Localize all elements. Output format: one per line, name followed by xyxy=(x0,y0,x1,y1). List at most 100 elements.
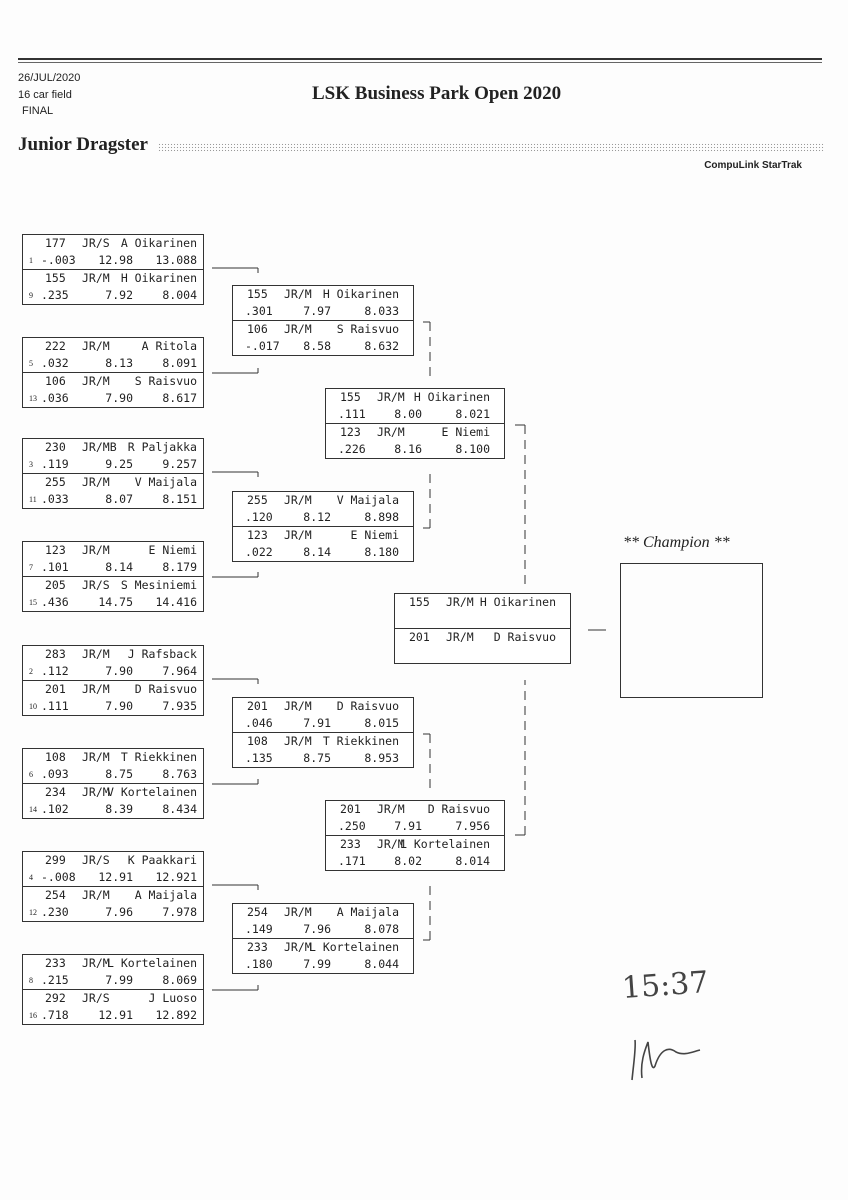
class-code: JR/M xyxy=(82,888,110,902)
seed-number: 7 xyxy=(29,563,33,572)
class-code: JR/M xyxy=(377,837,405,851)
class-code: JR/M xyxy=(82,339,110,353)
elapsed-time: 7.91 xyxy=(394,819,422,833)
car-number: 233 xyxy=(247,940,268,954)
driver-name: V Maijala xyxy=(134,475,197,489)
class-code: JR/M xyxy=(82,475,110,489)
elapsed-time: 14.75 xyxy=(98,595,133,609)
car-number: 106 xyxy=(247,322,268,336)
elapsed-time: 8.12 xyxy=(303,510,331,524)
speed-time: 8.151 xyxy=(162,492,197,506)
class-code: JR/M xyxy=(284,287,312,301)
seed-number: 14 xyxy=(29,805,37,814)
car-number: 255 xyxy=(45,475,66,489)
reaction-time: .215 xyxy=(41,973,69,987)
driver-name: E Niemi xyxy=(441,425,490,439)
speed-time: 8.953 xyxy=(364,751,399,765)
car-number: 177 xyxy=(45,236,66,250)
racer-times-row xyxy=(395,646,570,663)
reaction-time: .022 xyxy=(245,545,273,559)
reaction-time: .171 xyxy=(338,854,366,868)
elapsed-time: 7.92 xyxy=(105,288,133,302)
seed-number: 10 xyxy=(29,702,37,711)
speed-time: 12.921 xyxy=(155,870,197,884)
seed-number: 8 xyxy=(29,976,33,985)
seed-number: 11 xyxy=(29,495,37,504)
reaction-time: .111 xyxy=(41,699,69,713)
seed-number: 16 xyxy=(29,1011,37,1020)
car-number: 234 xyxy=(45,785,66,799)
class-code: JR/M xyxy=(284,905,312,919)
elapsed-time: 7.90 xyxy=(105,664,133,678)
car-number: 108 xyxy=(45,750,66,764)
reaction-time: .112 xyxy=(41,664,69,678)
driver-name: H Oikarinen xyxy=(479,595,556,609)
racer-info-row: 255 JR/M V Maijala xyxy=(23,474,203,491)
elapsed-time: 8.07 xyxy=(105,492,133,506)
seed-number: 13 xyxy=(29,394,37,403)
elapsed-time: 7.99 xyxy=(105,973,133,987)
driver-name: S Mesiniemi xyxy=(120,578,197,592)
elapsed-time: 8.14 xyxy=(105,560,133,574)
class-code: JR/M xyxy=(446,595,474,609)
seed-number: 6 xyxy=(29,770,33,779)
car-number: 222 xyxy=(45,339,66,353)
seed-number: 3 xyxy=(29,460,33,469)
reaction-time: .301 xyxy=(245,304,273,318)
car-number: 123 xyxy=(247,528,268,542)
speed-time: 8.898 xyxy=(364,510,399,524)
car-number: 205 xyxy=(45,578,66,592)
field-size: 16 car field xyxy=(18,89,72,101)
speed-time: 8.179 xyxy=(162,560,197,574)
speed-time: 13.088 xyxy=(155,253,197,267)
driver-name: V Kortelainen xyxy=(106,785,197,799)
driver-name: H Oikarinen xyxy=(120,271,197,285)
car-number: 201 xyxy=(409,630,430,644)
class-code: JR/M xyxy=(284,493,312,507)
reaction-time: .718 xyxy=(41,1008,69,1022)
class-code: JR/M xyxy=(377,390,405,404)
reaction-time: .235 xyxy=(41,288,69,302)
car-number: 155 xyxy=(247,287,268,301)
champion-box xyxy=(620,563,763,698)
car-number: 155 xyxy=(340,390,361,404)
car-number: 201 xyxy=(247,699,268,713)
car-number: 155 xyxy=(409,595,430,609)
driver-name: A Maijala xyxy=(336,905,399,919)
